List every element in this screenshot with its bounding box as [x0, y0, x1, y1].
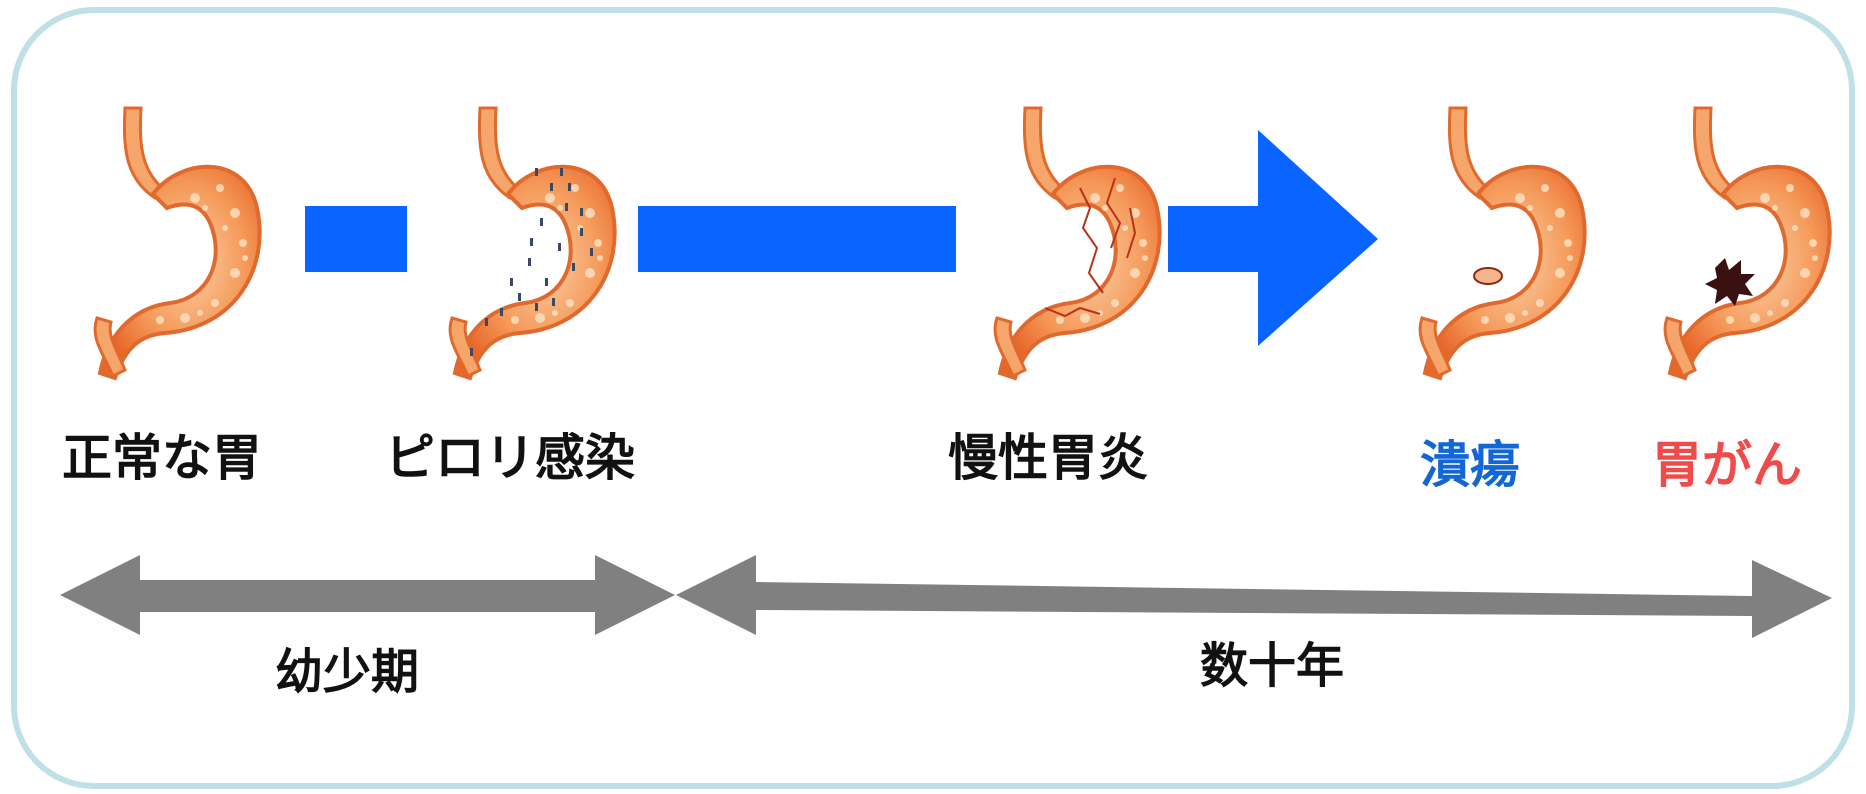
progress-bar-2	[638, 206, 956, 272]
stage-label-pylori: ピロリ感染	[385, 429, 635, 487]
stage-label-cancer: 胃がん	[1652, 436, 1802, 494]
stage-label-normal: 正常な胃	[62, 429, 262, 487]
period-label-decades: 数十年	[1200, 638, 1344, 694]
period-label-childhood: 幼少期	[275, 644, 419, 700]
stage-label-gastritis: 慢性胃炎	[948, 429, 1148, 487]
stage-label-ulcer: 潰瘍	[1420, 436, 1520, 494]
progress-bar-1	[305, 206, 407, 272]
